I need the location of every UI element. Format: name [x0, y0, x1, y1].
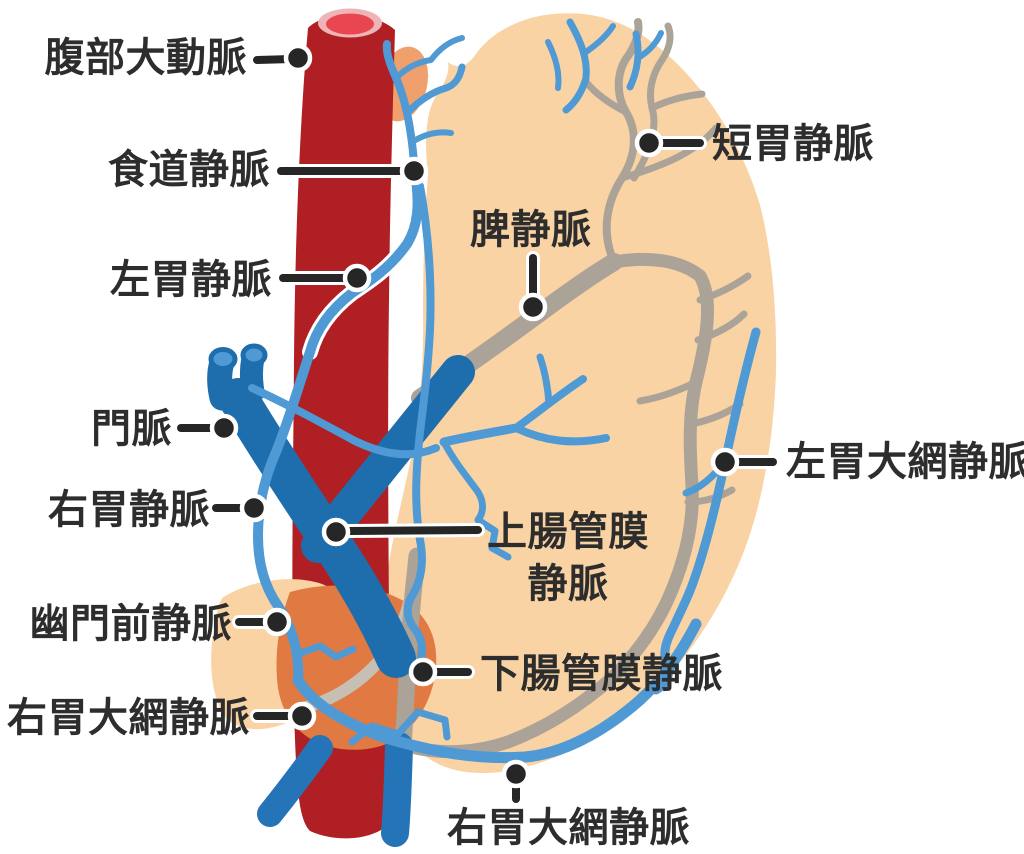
splenic-vein-gray: [409, 18, 752, 759]
label-splenic-vein: 脾静脈: [470, 207, 592, 253]
superior-mesenteric-trunk: [257, 732, 413, 847]
leader-right-gastroepiploic-left: [250, 701, 317, 731]
label-abdominal-aorta: 腹部大動脈: [44, 35, 247, 81]
label-right-gastroepiploic-left: 右胃大網静脈: [7, 695, 250, 741]
leader-left-gastric-vein: [276, 263, 372, 293]
leader-short-gastric-vein: [634, 128, 707, 158]
leader-portal-vein: [174, 413, 239, 443]
leader-lines: [174, 43, 780, 806]
light-blue-veins: [248, 18, 761, 764]
label-right-gastroepiploic-bottom: 右胃大網静脈: [447, 805, 690, 851]
label-superior-mesenteric-line2: 静脈: [527, 561, 609, 607]
label-superior-mesenteric-vein: 上腸管膜 静脈: [458, 506, 678, 610]
label-left-gastroepiploic: 左胃大網静脈: [786, 439, 1024, 485]
label-superior-mesenteric-line1: 上腸管膜: [487, 509, 649, 555]
leader-left-gastroepiploic: [710, 447, 780, 477]
leader-abdominal-aorta: [250, 43, 313, 73]
leader-inferior-mesenteric: [408, 657, 475, 687]
label-right-gastric-vein: 右胃静脈: [48, 487, 210, 533]
leader-superior-mesenteric: [321, 517, 485, 547]
label-esophageal-vein: 食道静脈: [108, 147, 270, 193]
leader-right-gastroepiploic-bottom: [501, 759, 531, 806]
leader-esophageal-vein: [274, 156, 429, 186]
label-short-gastric-vein: 短胃静脈: [712, 121, 874, 167]
label-prepyloric-vein: 幽門前静脈: [29, 601, 232, 647]
label-left-gastric-vein: 左胃静脈: [110, 257, 272, 303]
label-portal-vein: 門脈: [91, 406, 172, 452]
label-inferior-mesenteric-vein: 下腸管膜静脈: [480, 651, 723, 697]
leader-prepyloric-vein: [232, 607, 292, 637]
leader-splenic-vein: [518, 251, 548, 322]
leader-right-gastric-vein: [209, 493, 269, 523]
